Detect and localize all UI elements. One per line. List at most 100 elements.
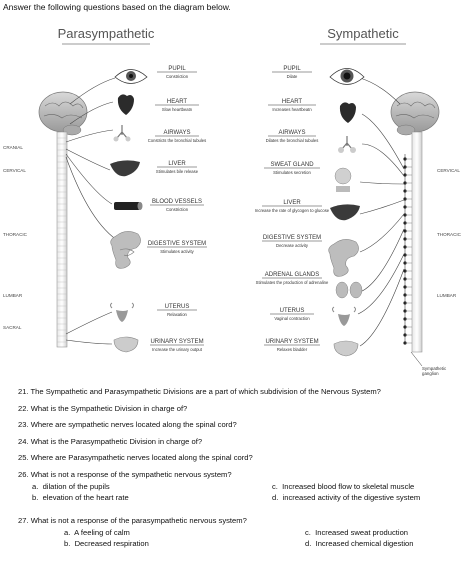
svg-text:PUPIL: PUPIL	[168, 66, 186, 72]
airways-icon-right	[338, 136, 356, 153]
question-25: 25. Where are Parasympathetic nerves loc…	[18, 453, 253, 462]
question-27-option-b: b. Decreased respiration	[64, 539, 149, 548]
autonomic-nervous-system-diagram: Parasympathetic Sympathetic CRANIAL CERV…	[3, 26, 462, 376]
question-26-option-d: d. increased activity of the digestive s…	[272, 493, 421, 502]
parasympathetic-brain	[38, 91, 88, 136]
uterus-icon	[110, 302, 134, 322]
symp-label-pupil: PUPIL Dilate	[272, 66, 312, 79]
bladder-icon	[333, 340, 359, 357]
adrenal-gland-icon	[335, 281, 363, 299]
para-label-heart: HEART Slow heartbeatn	[155, 99, 199, 112]
sympathetic-spinal-cord	[411, 131, 423, 353]
svg-text:DIGESTIVE SYSTEM: DIGESTIVE SYSTEM	[263, 235, 321, 241]
svg-text:BLOOD VESSELS: BLOOD VESSELS	[152, 199, 202, 205]
svg-text:AIRWAYS: AIRWAYS	[164, 130, 191, 136]
svg-text:Relaxation: Relaxation	[167, 312, 187, 317]
blood-vessel-icon	[114, 202, 143, 210]
svg-text:UTERUS: UTERUS	[280, 308, 305, 314]
question-26-option-a: a. dilation of the pupils	[32, 482, 110, 491]
question-27-option-d: d. Increased chemical digestion	[305, 539, 414, 548]
svg-text:Stimulates secretion: Stimulates secretion	[273, 170, 311, 175]
instruction-text: Answer the following questions based on …	[3, 2, 231, 12]
sympathetic-brain	[390, 91, 440, 136]
eye-icon-right	[329, 68, 365, 85]
svg-text:URINARY SYSTEM: URINARY SYSTEM	[150, 339, 203, 345]
heart-icon-right	[339, 102, 356, 123]
question-21: 21. The Sympathetic and Parasympathetic …	[18, 387, 381, 396]
para-label-uterus: UTERUS Relaxation	[157, 304, 197, 317]
airways-icon	[113, 125, 131, 142]
liver-icon	[110, 160, 140, 177]
svg-text:URINARY SYSTEM: URINARY SYSTEM	[265, 339, 318, 345]
parasympathetic-title: Parasympathetic	[58, 26, 155, 41]
parasympathetic-spinal-cord	[56, 131, 68, 348]
symp-label-urinary: URINARY SYSTEM Relaxes bladder	[264, 339, 320, 352]
para-label-digestive: DIGESTIVE SYSTEM Stimulates activity	[147, 241, 207, 254]
spine-label-lumbar-right: LUMBAR	[437, 293, 457, 298]
symp-label-adrenal: ADRENAL GLANDS Stimulates the production…	[256, 272, 329, 285]
svg-text:Increase the rate of glycogen: Increase the rate of glycogen to glucose	[255, 208, 330, 213]
ganglion-label-line2: ganglion	[422, 371, 439, 376]
spine-label-sacral: SACRAL	[3, 325, 22, 330]
question-27: 27. What is not a response of the parasy…	[18, 516, 247, 525]
svg-text:Stimulates bile release: Stimulates bile release	[156, 169, 199, 174]
uterus-icon-right	[332, 306, 356, 326]
svg-text:Relaxes bladder: Relaxes bladder	[277, 347, 308, 352]
para-label-liver: LIVER Stimulates bile release	[156, 161, 199, 174]
svg-text:Dilates the bronchial tubules: Dilates the bronchial tubules	[266, 138, 319, 143]
symp-label-liver: LIVER Increase the rate of glycogen to g…	[255, 200, 330, 213]
symp-label-sweat-gland: SWEAT GLAND Stimulates secretion	[264, 162, 320, 175]
question-24: 24. What is the Parasympathetic Division…	[18, 437, 203, 446]
symp-label-uterus: UTERUS Vaginal contraction	[270, 308, 314, 321]
question-26-option-c: c. Increased blood flow to skeletal musc…	[272, 482, 415, 491]
heart-icon	[117, 94, 134, 115]
svg-text:SWEAT GLAND: SWEAT GLAND	[270, 162, 314, 168]
para-label-airways: AIRWAYS Constricts the bronchial tubules	[148, 130, 206, 143]
svg-text:ADRENAL GLANDS: ADRENAL GLANDS	[265, 272, 319, 278]
symp-label-heart: HEART Increases heartbeatn	[268, 99, 316, 112]
svg-text:LIVER: LIVER	[168, 161, 186, 167]
question-23: 23. Where are sympathetic nerves located…	[18, 420, 237, 429]
svg-text:Stimulates the production of a: Stimulates the production of adrenaline	[256, 280, 329, 285]
svg-text:Constriction: Constriction	[166, 74, 189, 79]
svg-text:Increase the urinary output: Increase the urinary output	[152, 347, 203, 352]
para-label-pupil: PUPIL Constriction	[157, 66, 197, 79]
svg-text:Slow heartbeatn: Slow heartbeatn	[162, 107, 193, 112]
question-26-option-b: b. elevation of the heart rate	[32, 493, 129, 502]
spine-label-thoracic-right: THORACIC	[437, 232, 462, 237]
symp-label-airways: AIRWAYS Dilates the bronchial tubules	[266, 130, 319, 143]
svg-text:AIRWAYS: AIRWAYS	[279, 130, 306, 136]
question-27-option-c: c. Increased sweat production	[305, 528, 409, 537]
ganglion-label: Sympathetic ganglion	[410, 351, 447, 376]
ganglion-label-line1: Sympathetic	[422, 366, 447, 371]
svg-text:DIGESTIVE SYSTEM: DIGESTIVE SYSTEM	[148, 241, 206, 247]
svg-text:LIVER: LIVER	[283, 200, 301, 206]
question-22: 22. What is the Sympathetic Division in …	[18, 404, 188, 413]
sympathetic-ganglion-chain	[403, 154, 412, 345]
svg-text:Dilate: Dilate	[287, 74, 298, 79]
svg-text:Constricts the bronchial tubul: Constricts the bronchial tubules	[148, 138, 206, 143]
svg-text:HEART: HEART	[167, 99, 188, 105]
svg-text:Decrease activity: Decrease activity	[276, 243, 309, 248]
svg-text:Vaginal contraction: Vaginal contraction	[274, 316, 310, 321]
sympathetic-title: Sympathetic	[327, 26, 399, 41]
svg-text:HEART: HEART	[282, 99, 303, 105]
svg-text:PUPIL: PUPIL	[283, 66, 301, 72]
spine-label-cervical-right: CERVICAL	[437, 168, 460, 173]
svg-text:Constriction: Constriction	[166, 207, 189, 212]
digestive-system-icon	[110, 231, 141, 269]
svg-text:Increases heartbeatn: Increases heartbeatn	[272, 107, 312, 112]
question-26: 26. What is not a response of the sympat…	[18, 470, 232, 479]
svg-text:Stimulates activity: Stimulates activity	[160, 249, 194, 254]
svg-text:UTERUS: UTERUS	[165, 304, 190, 310]
question-27-option-a: a. A feeling of calm	[64, 528, 130, 537]
eye-icon	[114, 69, 148, 84]
digestive-system-icon-right	[328, 239, 359, 277]
para-label-urinary: URINARY SYSTEM Increase the urinary outp…	[150, 339, 204, 352]
spine-label-thoracic: THORACIC	[3, 232, 28, 237]
sweat-gland-icon	[334, 167, 352, 192]
urinary-system-icon	[113, 336, 139, 353]
para-label-blood-vessels: BLOOD VESSELS Constriction	[150, 199, 204, 212]
liver-icon-right	[330, 204, 360, 221]
spine-label-lumbar: LUMBAR	[3, 293, 23, 298]
